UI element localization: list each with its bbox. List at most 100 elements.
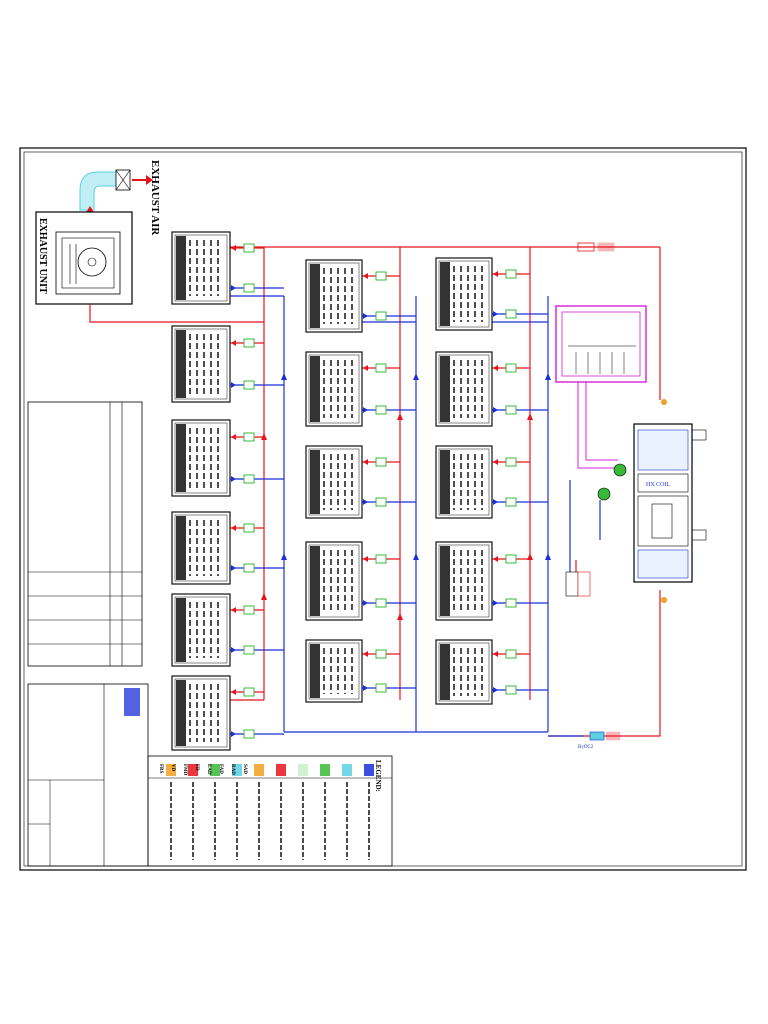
damper-icon bbox=[243, 243, 255, 253]
damper-icon bbox=[243, 283, 255, 293]
return-branch bbox=[492, 685, 548, 695]
legend-code: FMD bbox=[182, 764, 187, 776]
damper-icon bbox=[505, 598, 517, 608]
return-branch bbox=[230, 563, 284, 573]
exhaust-unit-box bbox=[35, 211, 133, 305]
damper-icon bbox=[243, 432, 255, 442]
flow-arrow bbox=[261, 593, 267, 600]
supply-branch bbox=[492, 457, 530, 467]
zone-control-box bbox=[435, 639, 493, 705]
return-branch bbox=[230, 380, 284, 390]
legend-swatch bbox=[320, 764, 330, 776]
damper-icon bbox=[505, 685, 517, 695]
exhaust-unit-label: EXHAUST UNIT bbox=[37, 218, 48, 294]
zone-control-box bbox=[171, 231, 231, 305]
damper-icon bbox=[505, 309, 517, 319]
supply-branch bbox=[362, 649, 400, 659]
legend-swatch bbox=[232, 764, 242, 776]
zone-control-box bbox=[171, 511, 231, 585]
flow-arrow bbox=[397, 413, 403, 420]
bypass-label: ByOC2 bbox=[578, 745, 594, 750]
return-branch bbox=[230, 283, 284, 293]
supply-branch bbox=[230, 687, 264, 697]
ahu: HX COIL bbox=[555, 305, 707, 603]
damper-icon bbox=[505, 554, 517, 564]
damper-icon bbox=[505, 269, 517, 279]
damper-icon bbox=[243, 474, 255, 484]
damper-icon bbox=[375, 405, 387, 415]
legend-code: FD bbox=[194, 764, 199, 771]
supply-branch bbox=[492, 554, 530, 564]
return-branch bbox=[492, 405, 548, 415]
damper-icon bbox=[243, 523, 255, 533]
legend-code: FAD bbox=[218, 764, 223, 774]
damper-icon bbox=[505, 457, 517, 467]
damper-icon bbox=[243, 605, 255, 615]
damper-icon bbox=[505, 649, 517, 659]
damper-icon bbox=[375, 683, 387, 693]
legend-swatch bbox=[276, 764, 286, 776]
damper-icon bbox=[375, 598, 387, 608]
damper-icon bbox=[243, 645, 255, 655]
flow-arrow bbox=[527, 413, 533, 420]
exhaust-duct bbox=[79, 171, 119, 211]
return-branch bbox=[362, 497, 416, 507]
damper-icon bbox=[375, 271, 387, 281]
damper-icon bbox=[243, 338, 255, 348]
exhaust-air-label: EXHAUST AIR bbox=[149, 160, 161, 236]
flow-arrow bbox=[545, 553, 551, 560]
title-block bbox=[27, 401, 149, 867]
legend-swatch bbox=[298, 764, 308, 776]
supply-branch bbox=[362, 363, 400, 373]
hx-coil-icon bbox=[555, 305, 647, 383]
supply-branch bbox=[230, 605, 264, 615]
damper-icon bbox=[243, 687, 255, 697]
zone-control-box bbox=[305, 639, 363, 703]
legend-code: RAD bbox=[230, 764, 235, 775]
zone-control-box bbox=[305, 351, 363, 427]
damper-icon bbox=[375, 457, 387, 467]
zone-control-box bbox=[305, 259, 363, 333]
fan-icon bbox=[69, 244, 107, 284]
damper-icon bbox=[375, 554, 387, 564]
top-valve bbox=[577, 242, 615, 252]
return-branch bbox=[362, 683, 416, 693]
supply-branch bbox=[362, 271, 400, 281]
return-branch bbox=[362, 311, 416, 321]
flow-arrow bbox=[281, 373, 287, 380]
return-branch bbox=[492, 598, 548, 608]
legend-code: VD bbox=[170, 764, 175, 772]
flow-arrow bbox=[281, 553, 287, 560]
legend-swatch bbox=[166, 764, 176, 776]
supply-branch bbox=[362, 457, 400, 467]
damper-icon bbox=[243, 729, 255, 739]
flow-arrow bbox=[397, 613, 403, 620]
company-logo bbox=[124, 688, 140, 716]
return-branch bbox=[362, 598, 416, 608]
zone-control-box bbox=[171, 325, 231, 403]
legend-swatch bbox=[254, 764, 264, 776]
return-branch bbox=[492, 497, 548, 507]
flow-arrow bbox=[261, 433, 267, 440]
supply-branch bbox=[230, 432, 264, 442]
zone-control-box bbox=[305, 445, 363, 519]
supply-branch bbox=[230, 243, 264, 253]
supply-branch bbox=[362, 554, 400, 564]
supply-branch bbox=[492, 363, 530, 373]
legend-code: SAD bbox=[242, 764, 247, 774]
return-branch bbox=[492, 309, 548, 319]
damper-icon bbox=[243, 380, 255, 390]
return-branch bbox=[230, 645, 284, 655]
zone-control-box bbox=[171, 675, 231, 751]
legend-swatch bbox=[364, 764, 374, 776]
damper-icon bbox=[505, 497, 517, 507]
supply-branch bbox=[492, 649, 530, 659]
damper-icon bbox=[243, 563, 255, 573]
damper-icon bbox=[375, 649, 387, 659]
return-branch bbox=[230, 474, 284, 484]
flow-arrow bbox=[527, 553, 533, 560]
legend-swatch bbox=[342, 764, 352, 776]
flow-arrow bbox=[413, 373, 419, 380]
